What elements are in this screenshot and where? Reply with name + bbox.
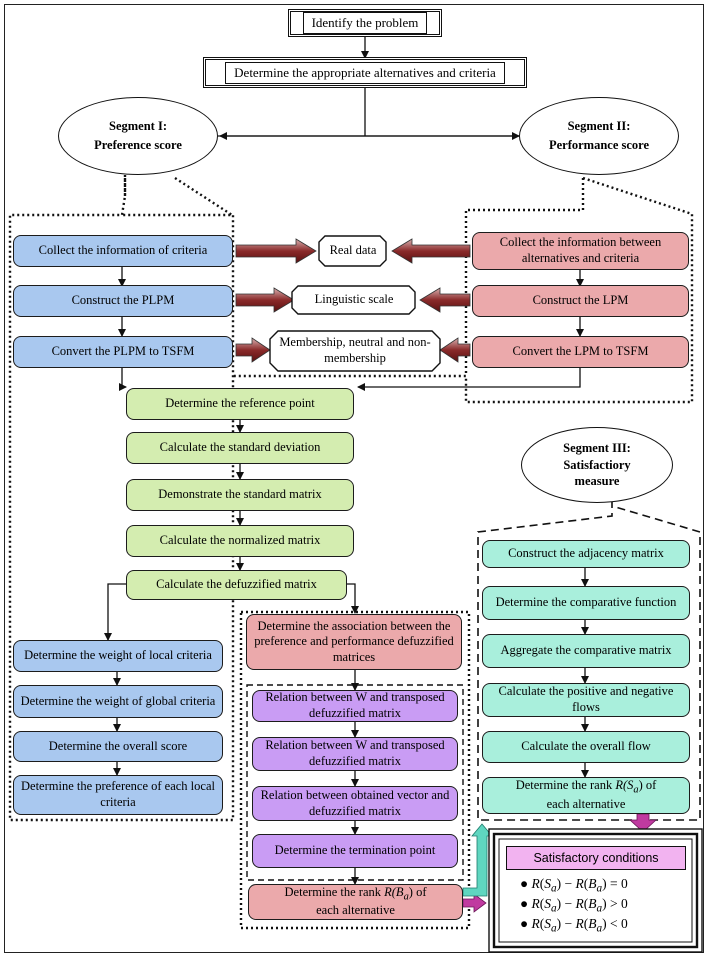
convert-plpm-box: Convert the PLPM to TSFM <box>13 336 233 368</box>
normalized-matrix-box: Calculate the normalized matrix <box>126 525 354 557</box>
condition-item: ● R(Sa) − R(Ba) > 0 <box>520 896 628 915</box>
termination-point-box: Determine the termination point <box>252 834 458 868</box>
rank-b-box: Determine the rank R(Ba) of each alterna… <box>248 884 463 920</box>
determine-alternatives-box: Determine the appropriate alternatives a… <box>203 57 527 88</box>
segment1-region <box>8 178 235 822</box>
collect-criteria-box: Collect the information of criteria <box>13 235 233 267</box>
label-membership: Membership, neutral and non-membership <box>279 335 431 365</box>
association-box: Determine the association between the pr… <box>246 614 462 670</box>
conditions-title: Satisfactory conditions <box>506 846 686 870</box>
big-arrows <box>235 238 471 363</box>
comparative-function-box: Determine the comparative function <box>482 586 690 620</box>
diagram-frame <box>4 4 704 953</box>
condition-item: ● R(Sa) − R(Ba) < 0 <box>520 916 628 935</box>
association-region <box>239 610 471 930</box>
adjacency-matrix-box: Construct the adjacency matrix <box>482 540 690 568</box>
weight-global-box: Determine the weight of global criteria <box>13 685 223 718</box>
standard-matrix-box: Demonstrate the standard matrix <box>126 479 354 511</box>
arrow-rank-to-conditions <box>462 893 487 913</box>
arrow-rank-to-segment3 <box>462 823 493 897</box>
weight-local-box: Determine the weight of local criteria <box>13 640 223 672</box>
arrow-teal-to-conditions <box>628 813 658 833</box>
reference-point-box: Determine the reference point <box>126 388 354 420</box>
construct-lpm-box: Construct the LPM <box>472 285 689 317</box>
segment1-ellipse: Segment I:Preference score <box>58 97 218 175</box>
preference-local-box: Determine the preference of each local c… <box>13 775 223 815</box>
overall-flow-box: Calculate the overall flow <box>482 731 690 763</box>
condition-item: ● R(Sa) − R(Ba) = 0 <box>520 876 628 895</box>
purple-inner-region <box>246 684 464 881</box>
collect-alternatives-box: Collect the information between alternat… <box>472 232 689 270</box>
segment2-ellipse: Segment II:Performance score <box>519 97 679 175</box>
construct-plpm-box: Construct the PLPM <box>13 285 233 317</box>
positive-negative-flows-box: Calculate the positive and negative flow… <box>482 683 690 717</box>
relation-w-box-2: Relation between W and transposed defuzz… <box>252 737 458 771</box>
defuzzified-matrix-box: Calculate the defuzzified matrix <box>126 570 347 600</box>
label-linguistic-scale: Linguistic scale <box>314 292 394 307</box>
relation-vector-box: Relation between obtained vector and def… <box>252 786 458 821</box>
aggregate-matrix-box: Aggregate the comparative matrix <box>482 634 690 668</box>
label-real-data: Real data <box>329 243 377 258</box>
segment3-region <box>477 500 701 821</box>
standard-deviation-box: Calculate the standard deviation <box>126 432 354 464</box>
rank-s-box: Determine the rank R(Sa) of each alterna… <box>482 777 690 814</box>
identify-problem-box: Identify the problem <box>288 9 442 37</box>
segment2-region <box>464 178 585 376</box>
relation-w-box-1: Relation between W and transposed defuzz… <box>252 690 458 722</box>
overall-score-box: Determine the overall score <box>13 731 223 762</box>
convert-lpm-box: Convert the LPM to TSFM <box>472 336 689 368</box>
